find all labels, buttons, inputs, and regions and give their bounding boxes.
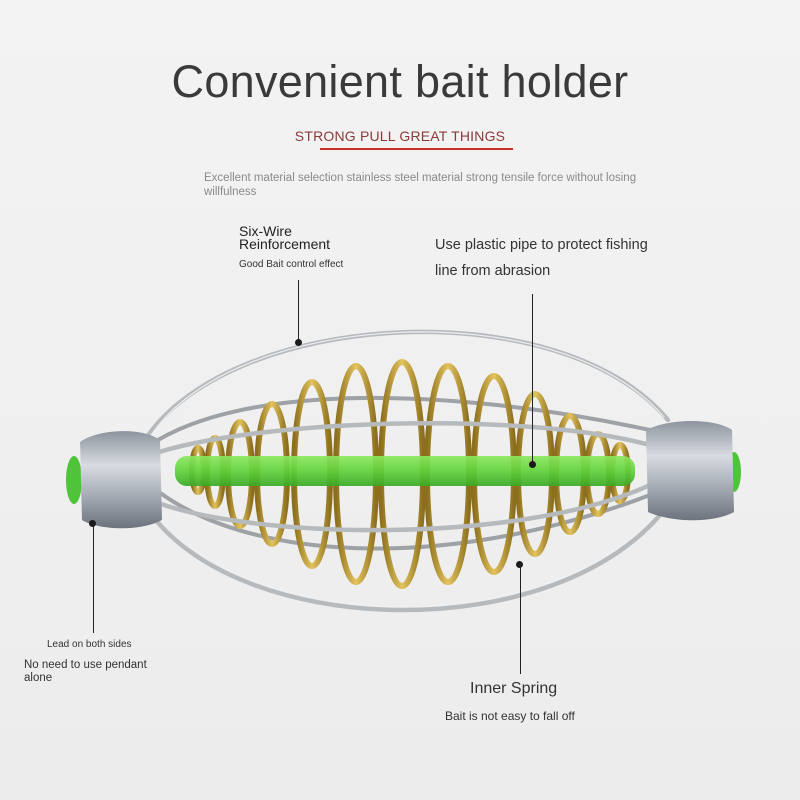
inner-spring-dot (515, 560, 523, 568)
lead-dot (88, 519, 96, 527)
inner-spring-title: Inner Spring (470, 680, 558, 697)
plastic-pipe-title: Use plastic pipe to protect fishing line… (435, 237, 648, 279)
left-lead-weight (66, 431, 162, 529)
inner-spring-leader (520, 564, 521, 674)
plastic-pipe-dot (528, 460, 536, 468)
subtitle-underline (320, 148, 513, 150)
lead-text: No need to use pendant alone (24, 659, 147, 684)
six-wire-note: Good Bait control effect (239, 259, 344, 270)
page-subtitle: STRONG PULL GREAT THINGS (294, 128, 506, 144)
six-wire-leader (298, 280, 299, 342)
lead-note: Lead on both sides (47, 639, 132, 650)
page-title: Convenient bait holder (171, 56, 629, 107)
plastic-tube (175, 456, 635, 486)
six-wire-title: Six-Wire Reinforcement (239, 223, 331, 252)
page-description: Excellent material selection stainless s… (204, 172, 637, 198)
lead-leader (93, 523, 94, 633)
plastic-pipe-leader (532, 294, 533, 464)
six-wire-dot (294, 338, 302, 346)
inner-spring-note: Bait is not easy to fall off (445, 709, 575, 723)
right-lead-weight (646, 421, 741, 521)
